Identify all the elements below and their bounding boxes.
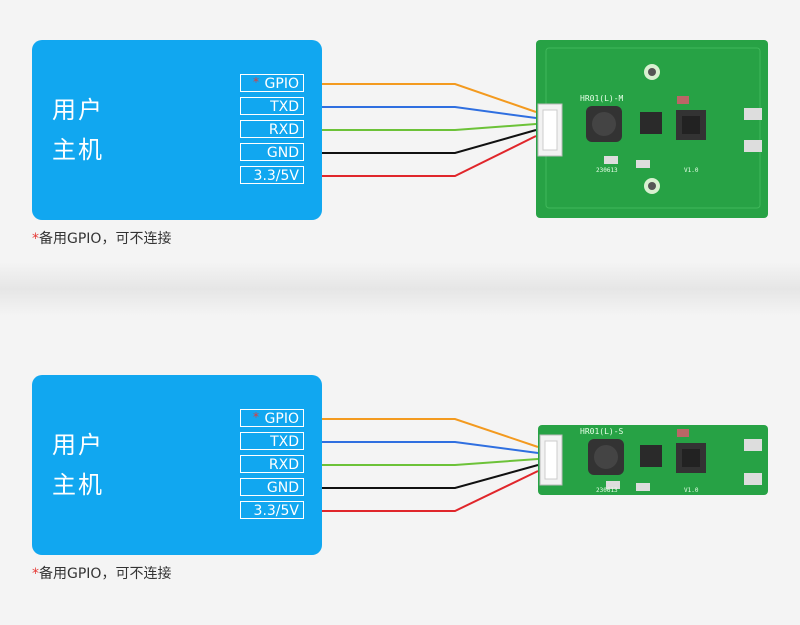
wiring-panel-2: 用户 主机 *GPIO TXD RXD GND 3.3/5V *备用GPIO，可…: [0, 335, 800, 625]
pcb-board-m: [536, 40, 768, 218]
gpio-optional-marker: *: [253, 410, 259, 424]
wiring-diagram-1: HR01(L)-M 230613 V1.0: [322, 40, 768, 218]
host-label: 用户 主机: [52, 425, 104, 505]
host-label-line2: 主机: [52, 136, 104, 164]
pin-gpio-label: GPIO: [264, 411, 299, 427]
pcb-board-s: [538, 425, 768, 495]
footnote-star: *: [32, 231, 39, 247]
pin-list: * GPIO TXD RXD GND 3.3/5V: [240, 74, 304, 189]
footnote-text: 备用GPIO，可不连接: [39, 231, 172, 247]
board-silkscreen: HR01(L)-M: [580, 94, 624, 103]
host-label-line2: 主机: [52, 471, 104, 499]
wiring-panel-1: 用户 主机 *GPIO TXD RXD GND 3.3/5V *备用GPIO，可…: [0, 0, 800, 290]
host-label-line1: 用户: [52, 431, 104, 459]
board-silkscreen: HR01(L)-S: [580, 427, 624, 436]
led-icon: [677, 429, 689, 437]
wiring-diagram-2: HR01(L)-S 230613 V1.0: [322, 418, 768, 512]
user-host-box: 用户 主机 * GPIO TXD RXD GND 3.3/5V: [32, 375, 322, 555]
wire-vcc: [322, 470, 539, 512]
wire-vcc: [322, 135, 537, 177]
pin-rxd: RXD: [240, 120, 304, 138]
pin-rxd: RXD: [240, 455, 304, 473]
wire-rxd: [322, 123, 537, 131]
footnote-text: 备用GPIO，可不连接: [39, 566, 172, 582]
pin-rxd-label: RXD: [268, 457, 299, 473]
wire-gnd: [322, 464, 539, 489]
pin-vcc: 3.3/5V: [240, 166, 304, 184]
pin-list: * GPIO TXD RXD GND 3.3/5V: [240, 409, 304, 524]
board-version: V1.0: [684, 167, 699, 174]
chip-icon: [640, 112, 662, 134]
wire-gnd: [322, 129, 537, 154]
wire-gpio: [322, 418, 539, 448]
board-date: 230613: [596, 167, 618, 174]
pin-gnd-label: GND: [266, 480, 299, 496]
footnote-star: *: [32, 566, 39, 582]
pin-gpio: * GPIO: [240, 409, 304, 427]
pin-gpio-label: GPIO: [264, 76, 299, 92]
wire-txd: [322, 106, 537, 119]
board-date: 230613: [596, 487, 618, 494]
pin-txd-label: TXD: [270, 99, 299, 115]
gpio-optional-marker: *: [253, 75, 259, 89]
pin-rxd-label: RXD: [268, 122, 299, 138]
host-label: 用户 主机: [52, 90, 104, 170]
led-icon: [677, 96, 689, 104]
chip-icon: [640, 445, 662, 467]
wire-rxd: [322, 458, 539, 466]
wire-gpio: [322, 83, 537, 113]
pin-gnd: GND: [240, 143, 304, 161]
pin-gnd-label: GND: [266, 145, 299, 161]
pin-vcc-label: 3.3/5V: [253, 503, 299, 519]
board-version: V1.0: [684, 487, 699, 494]
host-label-line1: 用户: [52, 96, 104, 124]
wire-txd: [322, 441, 539, 454]
footnote: *备用GPIO，可不连接: [32, 563, 171, 583]
pin-vcc-label: 3.3/5V: [253, 168, 299, 184]
pin-gnd: GND: [240, 478, 304, 496]
pin-txd: TXD: [240, 432, 304, 450]
pin-txd-label: TXD: [270, 434, 299, 450]
panel-separator: [0, 262, 800, 316]
user-host-box: 用户 主机 * GPIO TXD RXD GND 3.3/5V: [32, 40, 322, 220]
footnote: *备用GPIO，可不连接: [32, 228, 171, 248]
pin-gpio: * GPIO: [240, 74, 304, 92]
pin-vcc: 3.3/5V: [240, 501, 304, 519]
pin-txd: TXD: [240, 97, 304, 115]
